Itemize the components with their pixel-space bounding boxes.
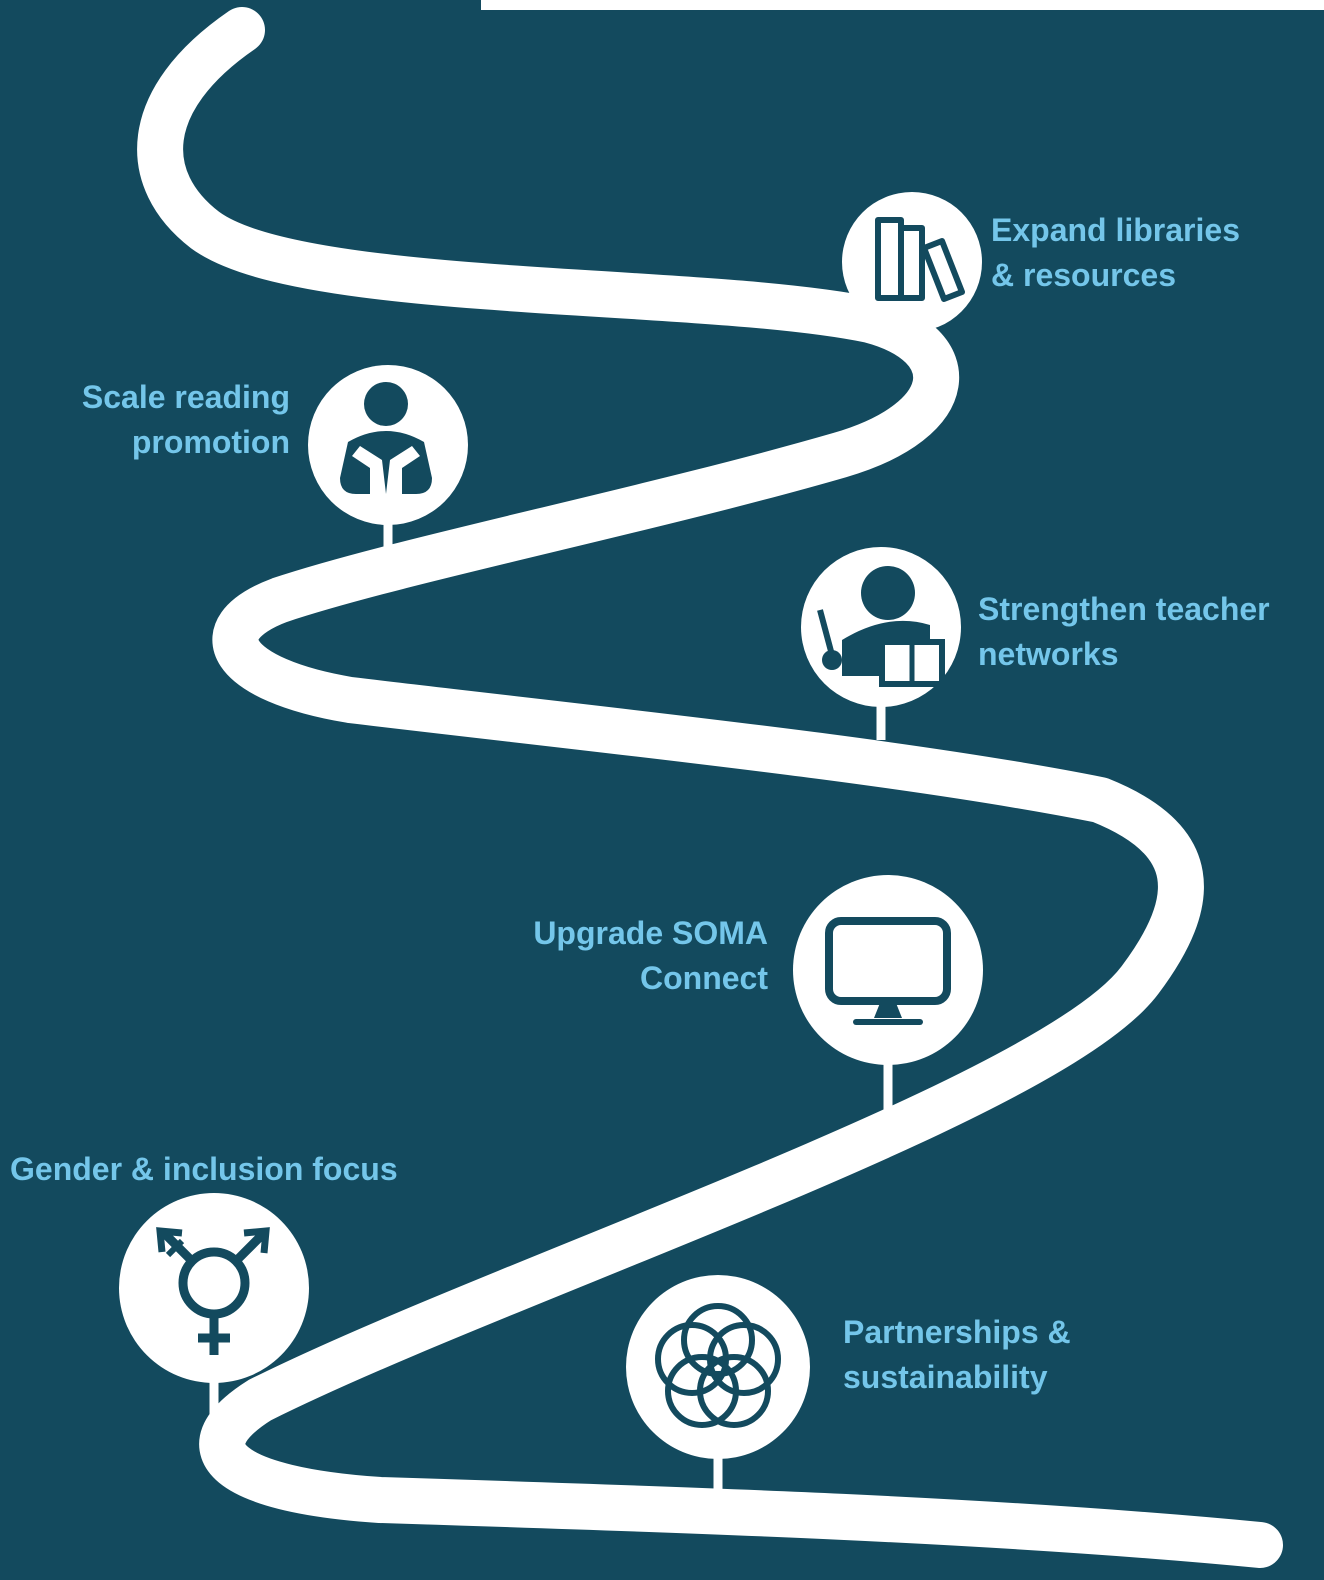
- interlocking-circles-icon: [655, 1303, 781, 1428]
- milestone-partnerships: [626, 1275, 810, 1459]
- label-line: Upgrade SOMA: [533, 915, 768, 951]
- milestone-label-partnerships: Partnerships & sustainability: [843, 1310, 1071, 1400]
- label-line: & resources: [991, 257, 1176, 293]
- label-line: Connect: [640, 960, 768, 996]
- teacher-icon: [817, 566, 945, 687]
- transgender-symbol-icon: [156, 1227, 270, 1355]
- milestone-label-soma: Upgrade SOMA Connect: [533, 911, 768, 1001]
- milestone-label-libraries: Expand libraries & resources: [991, 208, 1240, 298]
- books-icon: [875, 217, 965, 302]
- label-line: Scale reading: [81, 379, 290, 415]
- milestone-circle: [842, 192, 982, 332]
- label-line: Strengthen teacher: [978, 591, 1270, 627]
- milestone-circle: [626, 1275, 810, 1459]
- milestone-reading: [308, 365, 468, 525]
- milestone-label-teachers: Strengthen teacher networks: [978, 587, 1270, 677]
- milestone-label-gender: Gender & inclusion focus: [10, 1147, 398, 1192]
- milestone-label-reading: Scale reading promotion: [82, 375, 290, 465]
- winding-road-path: [137, 7, 1283, 1568]
- label-line: Expand libraries: [991, 212, 1240, 248]
- top-banner-edge: [481, 0, 1324, 10]
- reader-icon: [340, 382, 432, 494]
- milestone-soma: [793, 875, 983, 1065]
- label-line: promotion: [131, 424, 290, 460]
- label-line: sustainability: [843, 1359, 1048, 1395]
- milestone-gender: [119, 1193, 309, 1383]
- milestone-circle: [793, 875, 983, 1065]
- monitor-icon: [825, 917, 951, 1025]
- label-line: networks: [978, 636, 1119, 672]
- milestone-teachers: [801, 547, 961, 707]
- label-line: Gender & inclusion focus: [10, 1151, 398, 1187]
- milestone-libraries: [842, 192, 982, 332]
- label-line: Partnerships &: [843, 1314, 1071, 1350]
